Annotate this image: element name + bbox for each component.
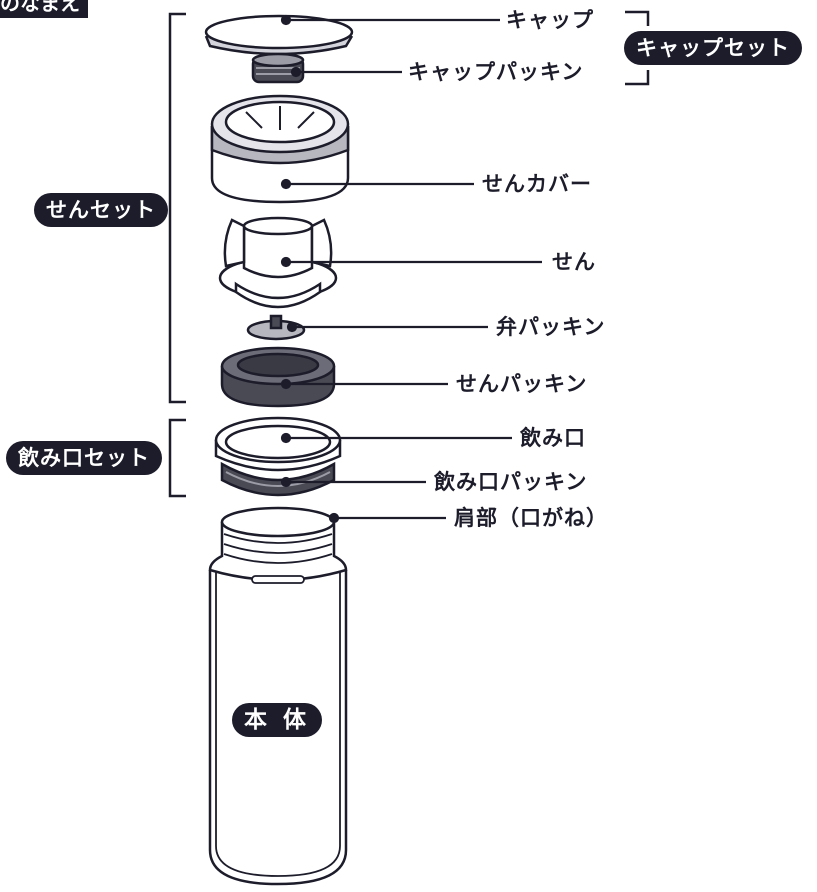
cap-packing-illustration xyxy=(251,52,305,84)
label-shoulder: 肩部（口がね） xyxy=(454,506,608,530)
label-plug: せん xyxy=(552,250,596,274)
badge-plug-set: せんセット xyxy=(34,193,168,227)
badge-mouth-set: 飲み口セット xyxy=(6,441,162,475)
label-plug-cover: せんカバー xyxy=(482,172,592,196)
cap-set-bracket-top xyxy=(625,10,650,26)
mouth-set-bracket xyxy=(168,418,186,498)
plug-illustration xyxy=(218,216,338,309)
label-plug-packing: せんパッキン xyxy=(456,372,588,396)
mouth-illustration xyxy=(214,416,342,472)
bottle-body-illustration xyxy=(208,506,348,886)
label-mouth: 飲み口 xyxy=(520,426,586,450)
section-title: のなまえ xyxy=(0,0,88,18)
label-cap-packing: キャップパッキン xyxy=(408,60,584,84)
plug-cover-illustration xyxy=(210,94,350,204)
plug-packing-illustration xyxy=(220,346,336,408)
label-cap: キャップ xyxy=(506,8,594,32)
mouth-packing-illustration xyxy=(220,461,336,497)
label-valve-packing: 弁パッキン xyxy=(496,315,606,339)
cap-illustration xyxy=(204,14,354,56)
plug-set-bracket xyxy=(168,12,186,404)
badge-cap-set: キャップセット xyxy=(624,31,802,65)
badge-body: 本 体 xyxy=(232,703,323,737)
label-mouth-packing: 飲み口パッキン xyxy=(434,470,588,494)
cap-set-bracket-bottom xyxy=(625,70,650,86)
